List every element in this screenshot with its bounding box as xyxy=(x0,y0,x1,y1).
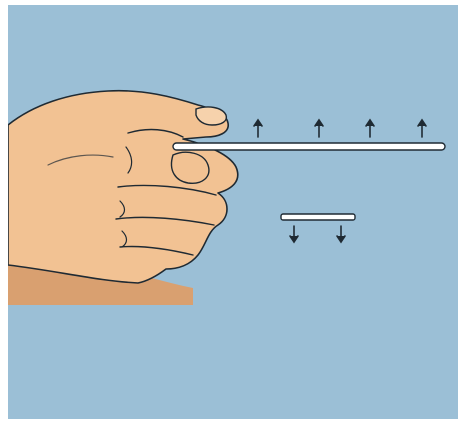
down-arrows xyxy=(289,225,346,244)
knuckle-detail-3 xyxy=(121,230,128,248)
hand-holding-strip-icon xyxy=(8,89,239,305)
illustration-svg xyxy=(8,89,446,305)
knuckle-detail-2 xyxy=(119,200,126,218)
illustration-scene xyxy=(8,5,458,419)
thumb-crease xyxy=(127,128,184,138)
short-white-strip xyxy=(280,213,356,221)
palm-line xyxy=(47,154,114,166)
up-arrow-icon xyxy=(417,118,427,138)
long-white-strip xyxy=(172,142,446,151)
down-arrow-icon xyxy=(289,225,299,244)
finger-line-1 xyxy=(117,184,217,196)
index-finger xyxy=(170,151,210,184)
down-arrow-icon xyxy=(336,225,346,244)
knuckle-detail-1 xyxy=(125,146,133,174)
up-arrows xyxy=(253,118,427,138)
thumb-nail xyxy=(195,106,228,126)
finger-line-3 xyxy=(119,245,194,256)
up-arrow-icon xyxy=(253,118,263,138)
finger-line-2 xyxy=(115,216,215,226)
up-arrow-icon xyxy=(365,118,375,138)
up-arrow-icon xyxy=(314,118,324,138)
